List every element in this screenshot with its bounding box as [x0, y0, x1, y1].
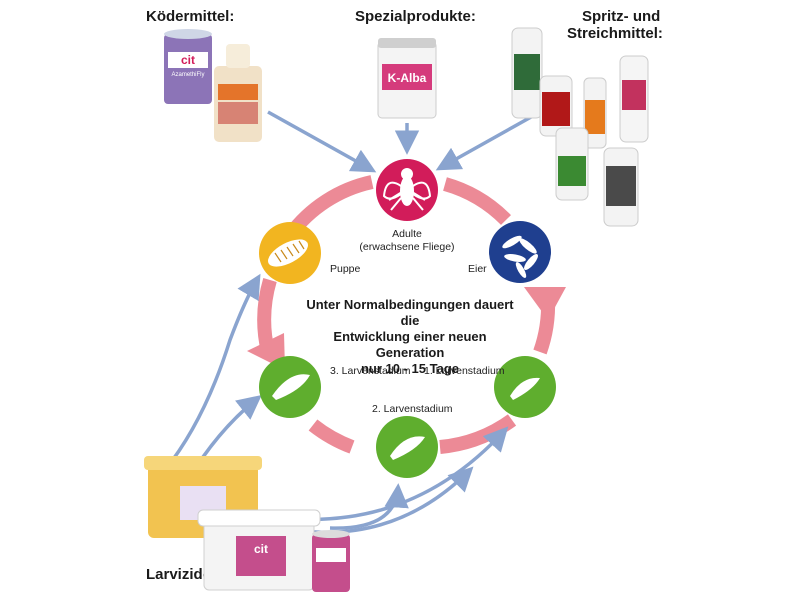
heading-spritz-line2: Streichmittel: [567, 25, 663, 42]
product-spritz-bottles [511, 27, 649, 227]
stage-eggs [489, 221, 551, 283]
stage-adult [376, 159, 438, 221]
heading-larvizide: Larvizide: [146, 566, 217, 583]
product-spezial-tub: K-Alba [377, 38, 437, 119]
fly-icon [382, 168, 432, 211]
ring-arrowhead-right [524, 287, 566, 320]
arrow-spritz-to-adult [435, 110, 541, 171]
spezial-label: K-Alba [388, 71, 427, 85]
product-koeder-can: cit AzamethiFly [164, 29, 212, 104]
pupa-icon [268, 239, 308, 267]
koeder-brand: cit [181, 53, 195, 67]
label-larve-1: 1. Larvenstadium [424, 365, 505, 377]
stage-larva-1 [494, 356, 556, 418]
label-adult-line1: Adulte [392, 228, 422, 240]
heading-spritz-line1: Spritz- und [582, 8, 661, 25]
center-text-line2: Entwicklung einer neuen Generation [333, 329, 487, 360]
heading-spezialprodukte: Spezialprodukte: [355, 8, 476, 25]
larva-3-icon [272, 374, 310, 400]
product-larvizide-bucket-white: cit [197, 509, 321, 591]
stage-pupa [259, 222, 321, 284]
heading-koedermittel: Ködermittel: [146, 8, 235, 25]
label-puppe: Puppe [330, 263, 361, 275]
larva-2-icon [390, 436, 425, 460]
larvizide-brand: cit [254, 542, 268, 556]
label-eier: Eier [468, 263, 487, 275]
product-larvizide-can [312, 530, 350, 592]
center-text-line1: Unter Normalbedingungen dauert die [306, 297, 514, 328]
product-koeder-bottle [214, 44, 262, 142]
label-larve-3: 3. Larvenstadium [330, 365, 411, 377]
arrow-larvizide-to-puppe [163, 273, 261, 472]
larva-1-icon [510, 377, 540, 400]
arrow-larvizide-to-larve2 [329, 483, 409, 530]
stage-larva-3 [259, 356, 321, 418]
eggs-icon [502, 235, 538, 278]
label-adult-line2: (erwachsene Fliege) [359, 241, 455, 253]
arrow-koeder-to-adult [267, 110, 377, 173]
stage-larva-2 [376, 416, 438, 478]
label-larve-2: 2. Larvenstadium [372, 403, 453, 415]
center-text: Unter Normalbedingungen dauert die Entwi… [300, 297, 520, 377]
koeder-label: AzamethiFly [171, 72, 204, 78]
center-text-line3: nur 10 - 15 Tage [360, 361, 459, 376]
